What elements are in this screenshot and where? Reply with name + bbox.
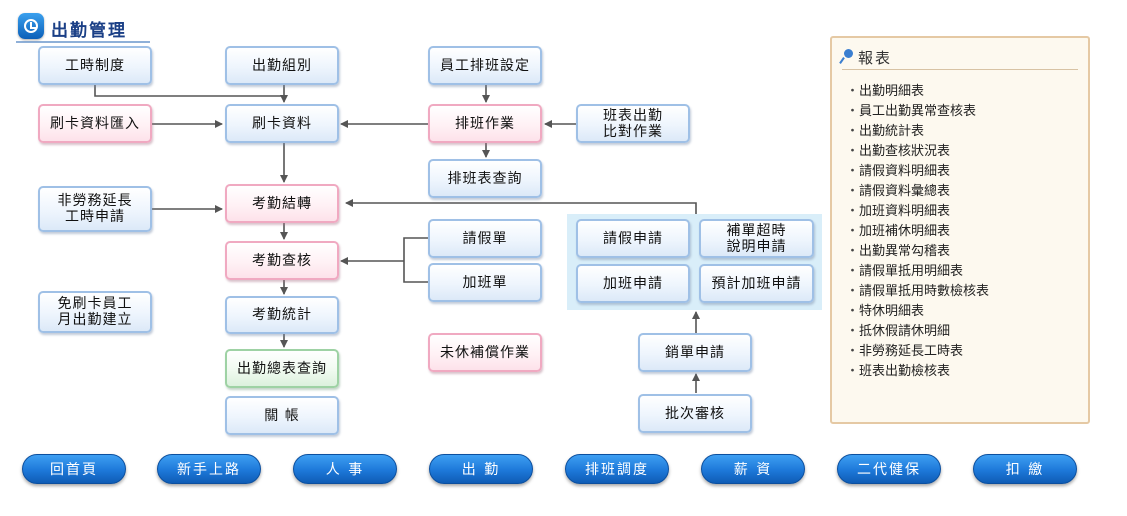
attendance-group-button[interactable]: 出勤組別 bbox=[225, 46, 339, 85]
nav-salary-button[interactable]: 薪 資 bbox=[701, 454, 805, 484]
report-link[interactable]: 請假單抵用明細表 bbox=[846, 262, 989, 282]
page-title: 出勤管理 bbox=[16, 13, 150, 43]
nav-withholding-button[interactable]: 扣 繳 bbox=[973, 454, 1077, 484]
shift-operation-button[interactable]: 排班作業 bbox=[428, 104, 542, 143]
overtime-apply-button[interactable]: 加班申請 bbox=[576, 264, 690, 303]
shift-attendance-compare-button[interactable]: 班表出勤 比對作業 bbox=[576, 104, 690, 143]
pushpin-icon bbox=[844, 49, 853, 58]
report-link[interactable]: 加班補休明細表 bbox=[846, 222, 989, 242]
report-panel: 報表 出勤明細表 員工出勤異常查核表 出勤統計表 出勤查核狀況表 請假資料明細表… bbox=[830, 36, 1090, 424]
no-card-monthly-button[interactable]: 免刷卡員工 月出勤建立 bbox=[38, 291, 152, 333]
report-link[interactable]: 出勤明細表 bbox=[846, 82, 989, 102]
attendance-summary-query-button[interactable]: 出勤總表查詢 bbox=[225, 349, 339, 388]
nav-home-button[interactable]: 回首頁 bbox=[22, 454, 126, 484]
batch-review-button[interactable]: 批次審核 bbox=[638, 394, 752, 433]
nav-shift-scheduling-button[interactable]: 排班調度 bbox=[565, 454, 669, 484]
planned-overtime-apply-button[interactable]: 預計加班申請 bbox=[699, 264, 814, 303]
work-hours-system-button[interactable]: 工時制度 bbox=[38, 46, 152, 85]
report-link[interactable]: 出勤查核狀況表 bbox=[846, 142, 989, 162]
clock-icon bbox=[18, 13, 44, 39]
close-account-button[interactable]: 關 帳 bbox=[225, 396, 339, 435]
report-header: 報表 bbox=[842, 47, 1078, 70]
overtime-form-button[interactable]: 加班單 bbox=[428, 263, 542, 302]
nav-attendance-button[interactable]: 出 勤 bbox=[429, 454, 533, 484]
nav-personnel-button[interactable]: 人 事 bbox=[293, 454, 397, 484]
report-link[interactable]: 請假資料明細表 bbox=[846, 162, 989, 182]
report-link[interactable]: 請假資料彙總表 bbox=[846, 182, 989, 202]
nav-nhi-supplement-button[interactable]: 二代健保 bbox=[837, 454, 941, 484]
cancel-apply-button[interactable]: 銷單申請 bbox=[638, 333, 752, 372]
report-link[interactable]: 特休明細表 bbox=[846, 302, 989, 322]
unused-leave-comp-button[interactable]: 未休補償作業 bbox=[428, 333, 542, 372]
supplement-overtime-button[interactable]: 補單超時 說明申請 bbox=[699, 219, 814, 258]
report-link[interactable]: 出勤異常勾稽表 bbox=[846, 242, 989, 262]
attendance-transfer-button[interactable]: 考勤結轉 bbox=[225, 184, 339, 223]
report-link[interactable]: 非勞務延長工時表 bbox=[846, 342, 989, 362]
report-link[interactable]: 班表出勤檢核表 bbox=[846, 362, 989, 382]
attendance-stats-button[interactable]: 考勤統計 bbox=[225, 296, 339, 334]
card-data-button[interactable]: 刷卡資料 bbox=[225, 104, 339, 143]
report-link[interactable]: 出勤統計表 bbox=[846, 122, 989, 142]
report-title: 報表 bbox=[858, 49, 893, 67]
page-title-text: 出勤管理 bbox=[51, 21, 127, 41]
report-list: 出勤明細表 員工出勤異常查核表 出勤統計表 出勤查核狀況表 請假資料明細表 請假… bbox=[846, 82, 989, 382]
report-link[interactable]: 員工出勤異常查核表 bbox=[846, 102, 989, 122]
card-import-button[interactable]: 刷卡資料匯入 bbox=[38, 104, 152, 143]
report-link[interactable]: 加班資料明細表 bbox=[846, 202, 989, 222]
employee-shift-setting-button[interactable]: 員工排班設定 bbox=[428, 46, 542, 85]
attendance-check-button[interactable]: 考勤查核 bbox=[225, 241, 339, 280]
report-link[interactable]: 請假單抵用時數檢核表 bbox=[846, 282, 989, 302]
nav-getting-started-button[interactable]: 新手上路 bbox=[157, 454, 261, 484]
non-labor-overtime-button[interactable]: 非勞務延長 工時申請 bbox=[38, 186, 152, 232]
leave-apply-button[interactable]: 請假申請 bbox=[576, 219, 690, 258]
leave-form-button[interactable]: 請假單 bbox=[428, 219, 542, 258]
report-link[interactable]: 抵休假請休明細 bbox=[846, 322, 989, 342]
shift-query-button[interactable]: 排班表查詢 bbox=[428, 159, 542, 198]
